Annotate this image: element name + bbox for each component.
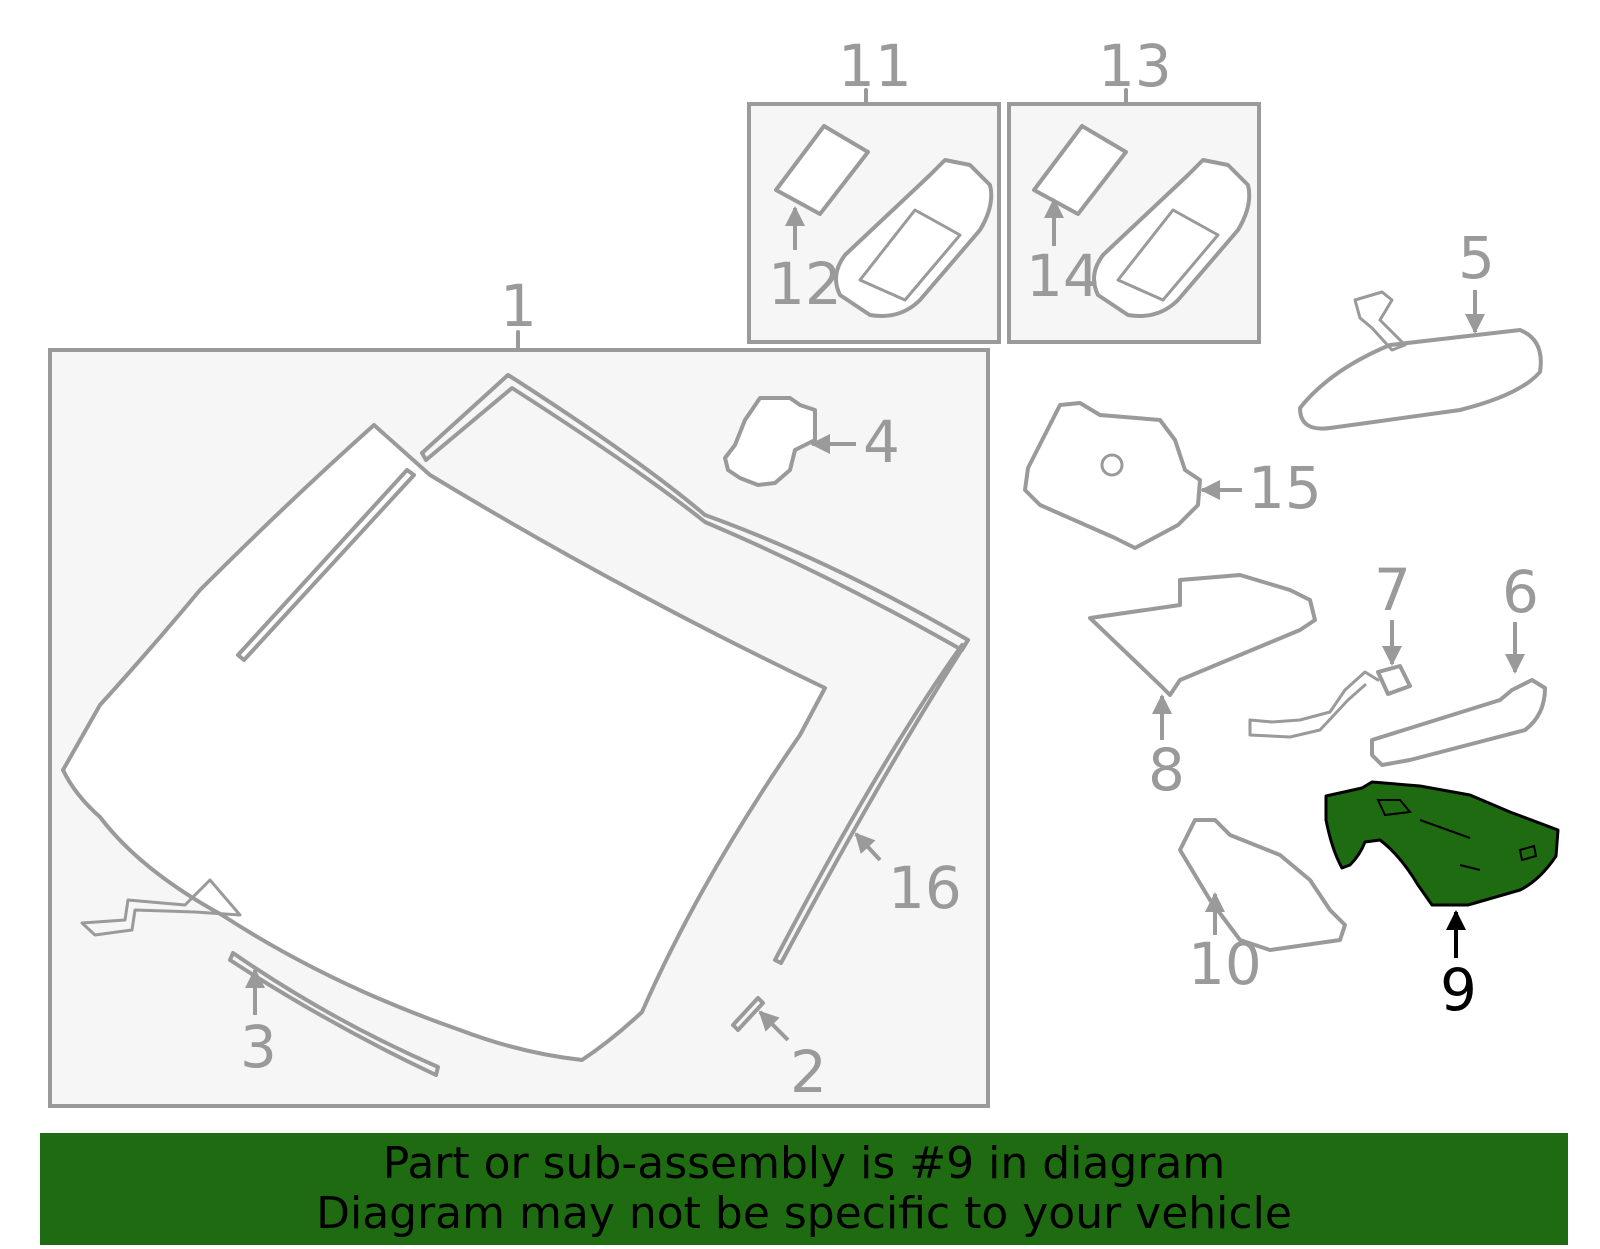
pad-12[interactable] (774, 124, 870, 216)
windshield-glass[interactable] (61, 423, 827, 1062)
callout-9[interactable]: 9 (1440, 956, 1477, 1024)
callout-13[interactable]: 13 (1098, 32, 1172, 100)
callout-16[interactable]: 16 (888, 854, 962, 922)
callout-1[interactable]: 1 (500, 272, 537, 340)
visor-light-11[interactable] (834, 158, 994, 318)
visor-light-13[interactable] (1092, 158, 1252, 318)
callout-3[interactable]: 3 (240, 1013, 277, 1081)
side-molding-16[interactable] (773, 638, 970, 965)
callout-14[interactable]: 14 (1026, 242, 1100, 310)
lower-molding-3[interactable] (228, 951, 440, 1077)
bracket-8[interactable] (1088, 573, 1317, 697)
cover-6[interactable] (1370, 678, 1547, 767)
callout-5[interactable]: 5 (1458, 224, 1495, 292)
callout-11[interactable]: 11 (838, 32, 912, 100)
windshield-side-strip[interactable] (236, 468, 416, 662)
sensor-bracket-4[interactable] (723, 396, 817, 487)
camera-lens (1100, 453, 1124, 477)
banner-line-1: Part or sub-assembly is #9 in diagram (382, 1138, 1226, 1189)
callout-2[interactable]: 2 (790, 1038, 827, 1106)
callout-15[interactable]: 15 (1248, 454, 1322, 522)
mirror-mount[interactable] (1353, 290, 1407, 352)
rearview-mirror-5[interactable] (1298, 328, 1543, 431)
clip-2[interactable] (731, 996, 765, 1032)
info-banner: Part or sub-assembly is #9 in diagram Di… (40, 1133, 1568, 1245)
visor-light-13-lens (1116, 208, 1220, 302)
callout-6[interactable]: 6 (1502, 558, 1539, 626)
wire-harness[interactable] (80, 878, 242, 937)
banner-line-2: Diagram may not be specific to your vehi… (316, 1188, 1292, 1239)
highlighted-part-9[interactable] (1324, 780, 1560, 907)
harness-7[interactable] (1248, 670, 1380, 739)
callout-12[interactable]: 12 (768, 250, 842, 318)
cover-10[interactable] (1178, 818, 1347, 952)
callout-8[interactable]: 8 (1148, 736, 1185, 804)
part-9-detail (1376, 799, 1538, 871)
callout-7[interactable]: 7 (1374, 556, 1411, 624)
connector-7[interactable] (1376, 664, 1412, 696)
callout-4[interactable]: 4 (863, 408, 900, 476)
visor-light-11-lens (858, 208, 962, 302)
callout-10[interactable]: 10 (1188, 930, 1262, 998)
